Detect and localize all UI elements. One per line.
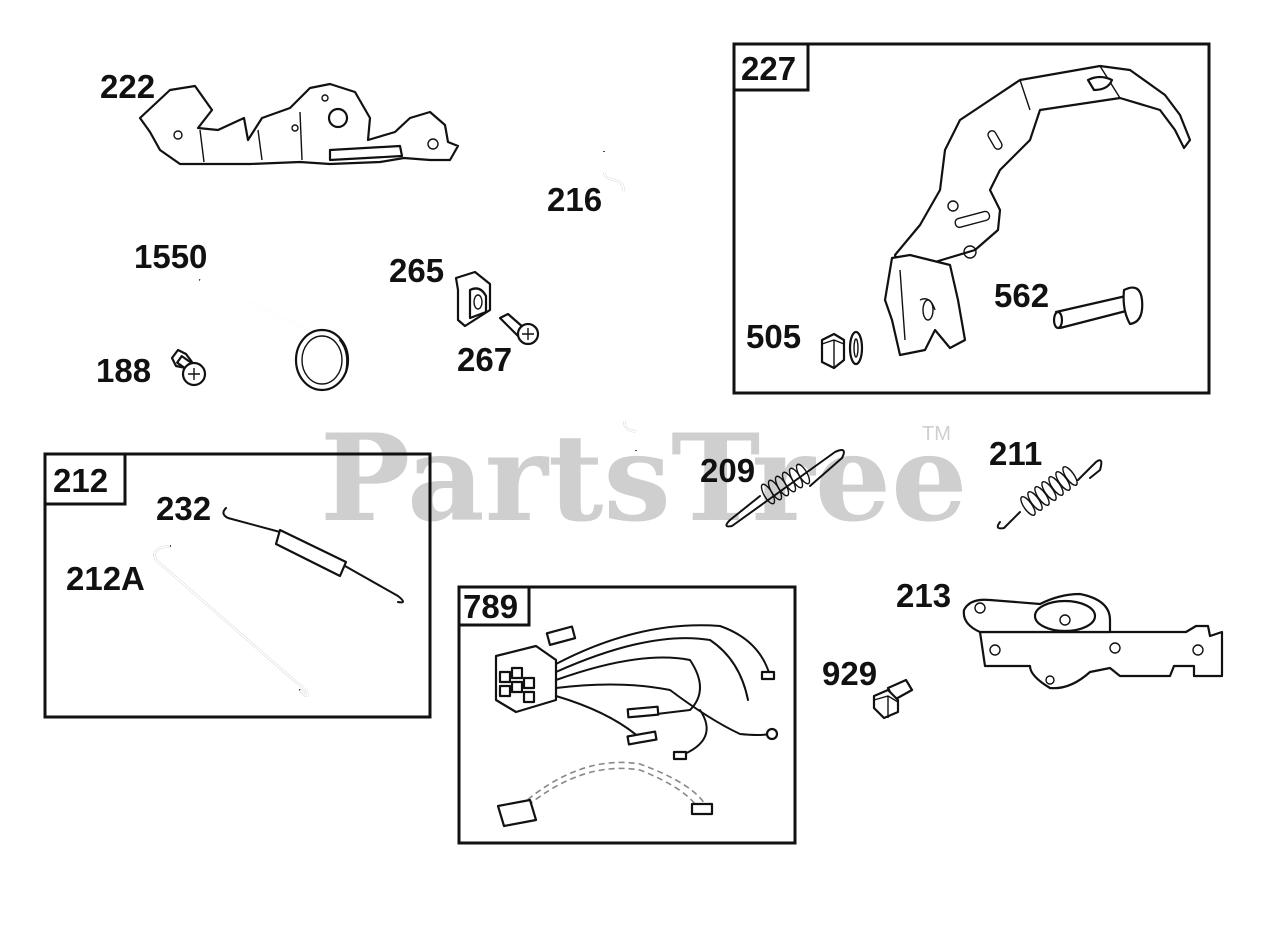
part-232-illustration[interactable]	[222, 507, 404, 604]
kit-box-227	[732, 42, 1211, 395]
part-label-188[interactable]: 188	[96, 352, 151, 389]
part-label-232[interactable]: 232	[156, 490, 211, 527]
part-label-227[interactable]: 227	[741, 50, 796, 87]
kit-box-789	[457, 585, 797, 845]
part-label-209[interactable]: 209	[700, 452, 755, 489]
part-227-illustration[interactable]	[883, 64, 1192, 357]
part-1550-illustration[interactable]	[199, 278, 350, 392]
part-505-illustration[interactable]	[820, 330, 864, 370]
part-267-illustration[interactable]	[498, 312, 540, 346]
part-label-265[interactable]: 265	[389, 252, 444, 289]
part-label-505[interactable]: 505	[746, 318, 801, 355]
part-label-1550[interactable]: 1550	[134, 238, 207, 275]
part-label-213[interactable]: 213	[896, 577, 951, 614]
watermark: PartsTree TM	[320, 408, 967, 549]
part-209-illustration[interactable]	[725, 449, 845, 528]
kit-box-212	[43, 452, 432, 719]
part-929-illustration[interactable]	[872, 678, 914, 720]
part-label-212A[interactable]: 212A	[66, 560, 145, 597]
part-label-211[interactable]: 211	[989, 435, 1042, 472]
kit-tag-227	[732, 42, 810, 92]
part-212A-illustration[interactable]	[153, 545, 309, 698]
part-label-789[interactable]: 789	[463, 588, 518, 625]
part-265-illustration[interactable]	[454, 270, 492, 328]
part-label-562[interactable]: 562	[994, 277, 1049, 314]
part-562-illustration[interactable]	[1052, 286, 1144, 330]
part-216-illustration[interactable]	[603, 151, 637, 451]
part-222-illustration[interactable]	[138, 82, 460, 166]
part-188-illustration[interactable]	[170, 348, 207, 387]
watermark-trademark: TM	[922, 423, 951, 445]
part-label-929[interactable]: 929	[822, 655, 877, 692]
kit-tag-212	[43, 452, 127, 506]
part-211-illustration[interactable]	[996, 459, 1103, 530]
part-label-216[interactable]: 216	[547, 181, 602, 218]
part-213-illustration[interactable]	[962, 592, 1224, 690]
part-label-267[interactable]: 267	[457, 341, 512, 378]
watermark-text: PartsTree	[320, 408, 967, 549]
part-label-212[interactable]: 212	[53, 462, 108, 499]
part-label-222[interactable]: 222	[100, 68, 155, 105]
part-789-illustration[interactable]	[494, 624, 779, 828]
kit-tag-789	[457, 585, 531, 627]
